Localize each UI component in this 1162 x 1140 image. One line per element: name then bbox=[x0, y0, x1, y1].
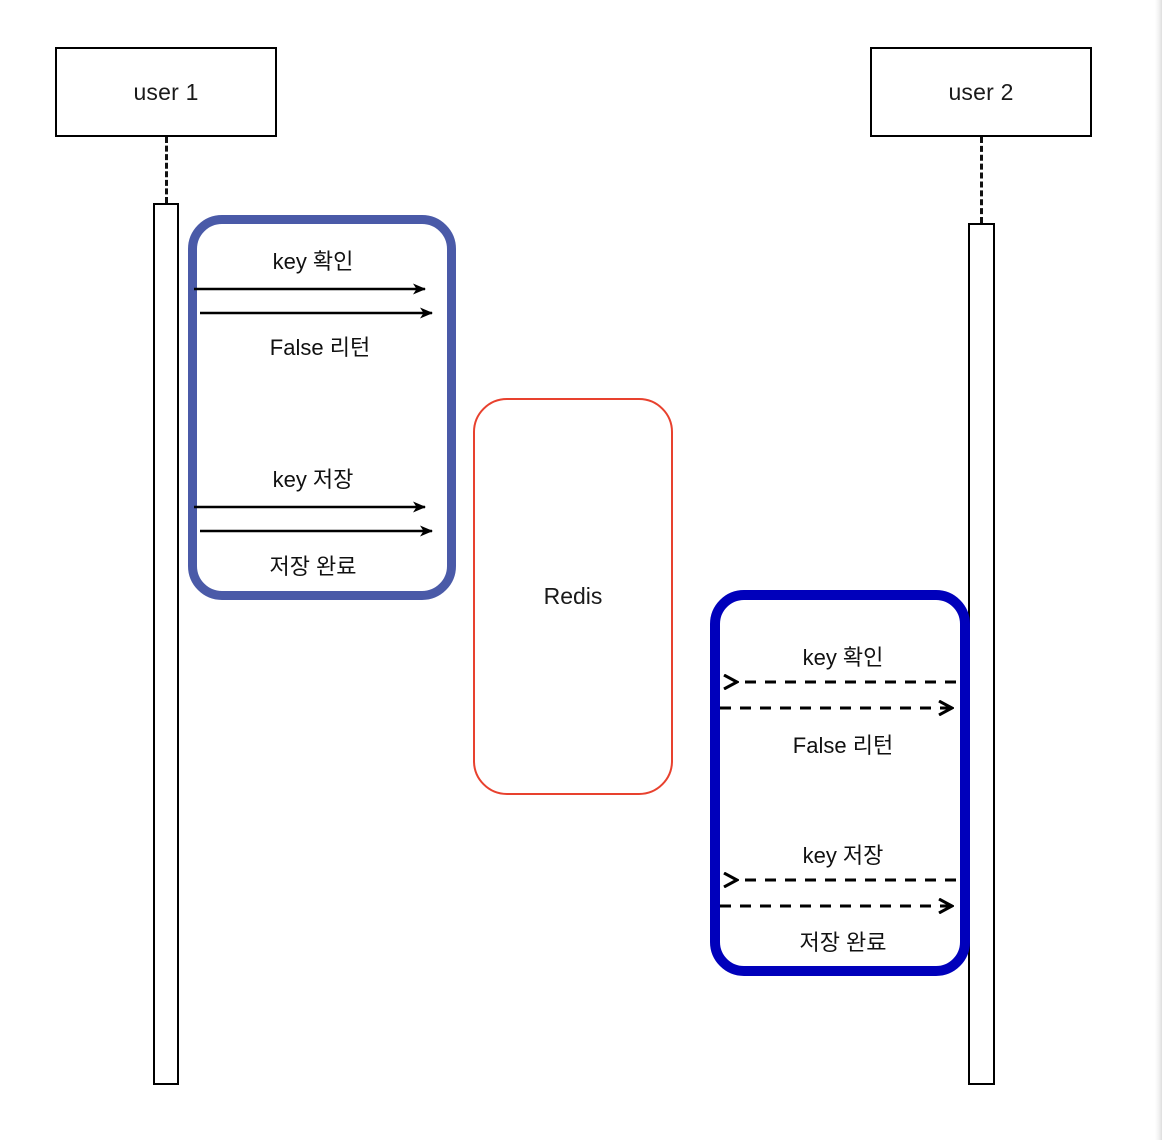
lifeline-dash-user-1 bbox=[165, 137, 168, 203]
message-label-g3-false-return: False 리턴 bbox=[792, 733, 894, 758]
participant-label-user-2: user 2 bbox=[948, 78, 1014, 105]
message-label-g1-key-save: key 저장 bbox=[272, 467, 354, 492]
message-label-g1-save-done: 저장 완료 bbox=[269, 554, 357, 579]
group-frame-user-1[interactable] bbox=[188, 215, 456, 600]
activation-bar-user-1[interactable] bbox=[153, 203, 179, 1085]
redis-label: Redis bbox=[543, 583, 603, 609]
activation-bar-user-2[interactable] bbox=[968, 223, 995, 1085]
message-label-g3-key-check: key 확인 bbox=[802, 645, 884, 670]
page-edge-shadow bbox=[1155, 0, 1162, 1140]
participant-box-user-2[interactable]: user 2 bbox=[870, 47, 1092, 137]
message-label-g1-false-return: False 리턴 bbox=[269, 335, 371, 360]
participant-box-user-1[interactable]: user 1 bbox=[55, 47, 277, 137]
group-frame-user-2[interactable] bbox=[710, 590, 970, 976]
group-frame-redis[interactable]: Redis bbox=[473, 398, 673, 795]
message-label-g3-save-done: 저장 완료 bbox=[799, 930, 887, 955]
message-label-g3-key-save: key 저장 bbox=[802, 843, 884, 868]
message-label-g1-key-check: key 확인 bbox=[272, 249, 354, 274]
lifeline-dash-user-2 bbox=[980, 137, 983, 223]
participant-label-user-1: user 1 bbox=[133, 78, 199, 105]
